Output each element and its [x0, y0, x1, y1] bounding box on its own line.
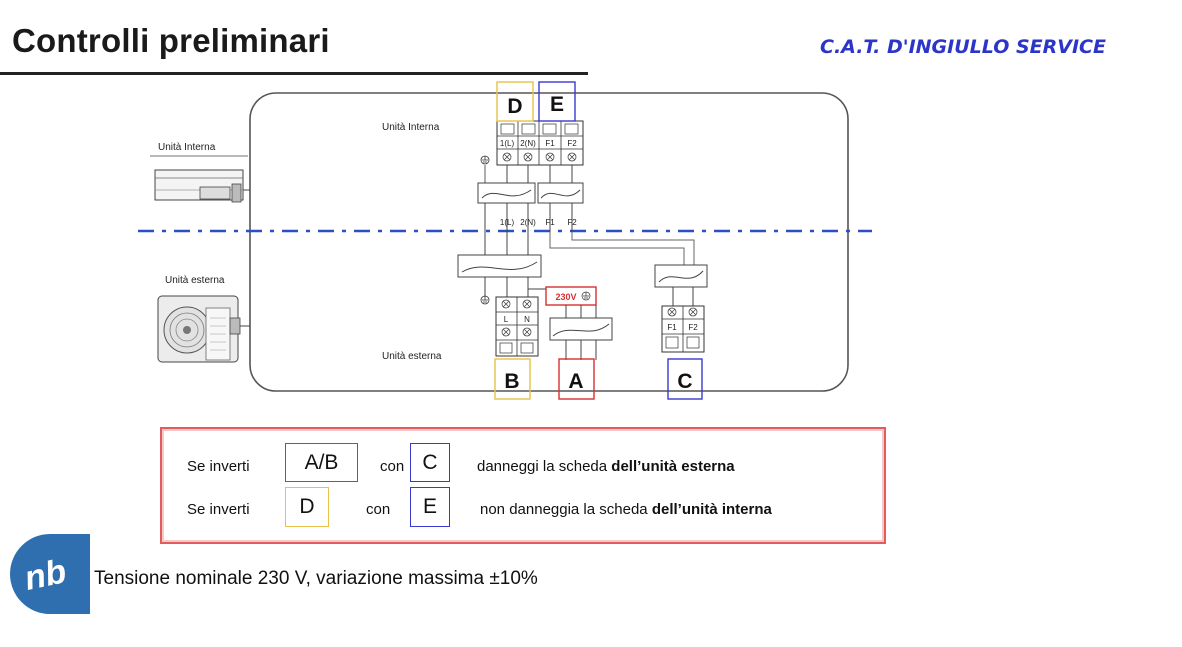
indoor-unit-icon: Unità Interna	[150, 142, 250, 203]
side-label-outdoor: Unità esterna	[165, 275, 225, 286]
svg-text:D: D	[507, 95, 522, 118]
svg-text:C: C	[677, 370, 692, 393]
note-row-1-text-plain: danneggi la scheda	[477, 458, 608, 475]
title-underline	[0, 72, 588, 75]
outdoor-comm-terminal-block: F1 F2	[654, 264, 708, 353]
note-row-2-text-plain: non danneggia la scheda	[480, 501, 648, 518]
indoor-terminal-label: 1(L)	[500, 139, 515, 148]
footer-note: Tensione nominale 230 V, variazione mass…	[94, 568, 538, 589]
panel-label-outdoor: Unità esterna	[382, 351, 442, 362]
tag-A: A	[558, 358, 595, 400]
note-row-2-text: non danneggia la scheda dell’unità inter…	[480, 501, 772, 518]
warning-notes-box	[160, 427, 886, 544]
outdoor-unit-icon: Unità esterna	[157, 275, 250, 363]
nb-logo-text: nb	[21, 552, 70, 598]
outdoor-power-terminal-block: L N	[480, 295, 539, 357]
indoor-cables	[477, 165, 584, 255]
outdoor-power-terminal-label: L	[504, 315, 509, 324]
indoor-terminal-label: 2(N)	[520, 139, 536, 148]
indoor-terminal-block: 1(L) 2(N) F1 F2	[480, 120, 584, 185]
outdoor-power-terminal-label: N	[524, 315, 530, 324]
cable-label: 1(L)	[500, 218, 515, 227]
voltage-label: 230V	[555, 292, 576, 302]
note-row-2-tag-d: D	[285, 487, 329, 527]
note-row-2-con: con	[366, 501, 391, 518]
svg-text:A: A	[568, 370, 583, 393]
tag-E: E	[538, 81, 576, 122]
note-row-2-prefix: Se inverti	[187, 501, 250, 518]
tag-C: C	[667, 358, 703, 400]
note-row-1-text-bold: dell’unità esterna	[611, 458, 735, 475]
tag-B: B	[494, 358, 531, 400]
brand-name: C.A.T. D'INGIULLO SERVICE	[820, 36, 1106, 58]
tag-D: D	[496, 81, 534, 122]
indoor-terminal-label: F2	[567, 139, 577, 148]
svg-text:E: E	[550, 93, 564, 116]
indoor-terminal-label: F1	[545, 139, 555, 148]
power-supply-230v: 230V	[545, 286, 613, 360]
comm-cable-route	[549, 232, 695, 265]
cable-label: F2	[567, 218, 577, 227]
panel-label-indoor: Unità Interna	[382, 122, 440, 133]
cable-label: 2(N)	[520, 218, 536, 227]
outdoor-comm-terminal-label: F2	[688, 323, 698, 332]
note-row-2-text-bold: dell’unità interna	[651, 501, 772, 518]
side-label-indoor: Unità Interna	[158, 142, 216, 153]
note-row-2-tag-e: E	[410, 487, 450, 527]
cable-label: F1	[545, 218, 555, 227]
svg-text:B: B	[504, 370, 519, 393]
note-row-1-tag-c: C	[410, 443, 450, 482]
note-row-1-tag-a-b: A/B	[285, 443, 358, 482]
nb-logo: nb	[10, 534, 90, 614]
outdoor-comm-terminal-label: F1	[667, 323, 677, 332]
note-row-1-prefix: Se inverti	[187, 458, 250, 475]
note-row-1-con: con	[380, 458, 405, 475]
page-title: Controlli preliminari	[12, 22, 330, 59]
note-row-1-text: danneggi la scheda dell’unità esterna	[477, 458, 735, 475]
